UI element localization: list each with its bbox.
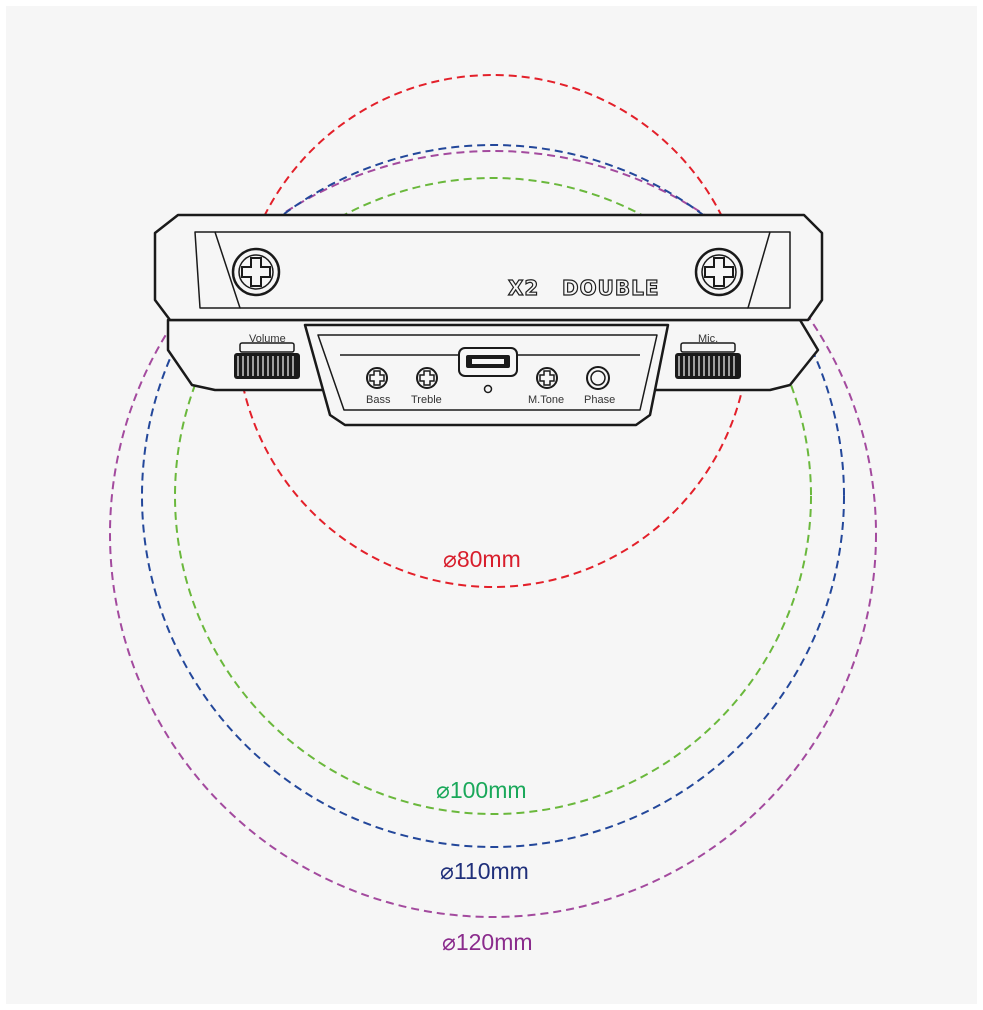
led-indicator (483, 384, 493, 394)
diameter-label-110mm: ⌀110mm (440, 858, 529, 884)
brand-model: X2 (508, 276, 539, 300)
phase-label: Phase (584, 394, 615, 406)
bass-label: Bass (366, 394, 391, 406)
usb-port (458, 347, 518, 377)
diameter-label-100mm: ⌀100mm (436, 777, 527, 803)
diameter-label-120mm: ⌀120mm (442, 929, 533, 955)
pickup-device (153, 213, 824, 427)
mic-knob[interactable] (675, 342, 741, 379)
brand-name: DOUBLE (562, 276, 660, 300)
mtone-knob[interactable] (536, 367, 558, 389)
treble-knob[interactable] (416, 367, 438, 389)
volume-label: Volume (249, 333, 286, 345)
screw-right (694, 247, 744, 297)
device-top-bar (153, 213, 824, 322)
circle-110mm (141, 144, 845, 848)
bass-knob[interactable] (366, 367, 388, 389)
mic-label: Mic. (698, 333, 718, 345)
diameter-label-80mm: ⌀80mm (443, 546, 521, 572)
phase-button[interactable] (586, 366, 610, 390)
circle-120mm (109, 150, 877, 918)
diagram-background (6, 6, 977, 1004)
volume-knob[interactable] (234, 342, 300, 379)
screw-left (231, 247, 281, 297)
treble-label: Treble (411, 394, 442, 406)
circle-100mm (174, 177, 812, 815)
mtone-label: M.Tone (528, 394, 564, 406)
